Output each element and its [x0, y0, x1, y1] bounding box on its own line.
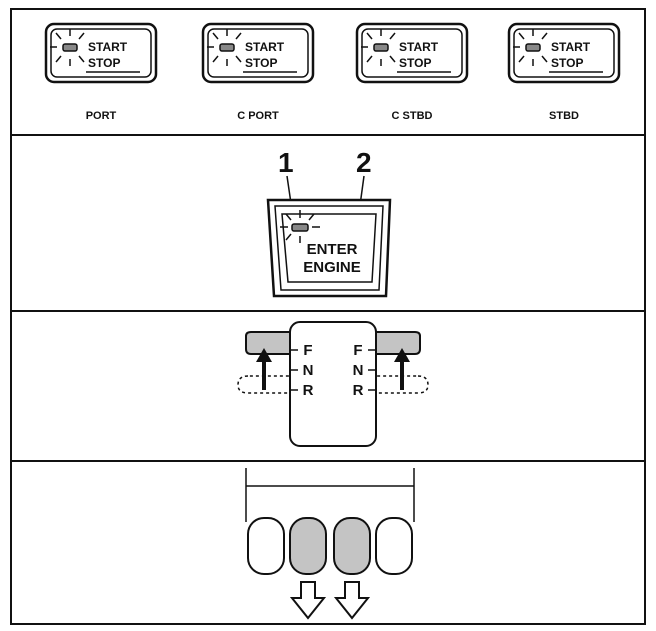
left-gear-r: R — [303, 382, 314, 399]
switch-start-text: START — [399, 40, 439, 54]
switch-start-text: START — [245, 40, 285, 54]
callout-number-1: 1 — [278, 147, 294, 178]
arrow-down-icon — [333, 581, 371, 620]
switch-stop-text: STOP — [245, 56, 277, 70]
callout-number-2: 2 — [356, 147, 372, 178]
left-gear-f: F — [303, 342, 312, 359]
engine-select-buttons-panel — [10, 460, 646, 625]
enter-engine-button[interactable]: ENTER ENGINE — [266, 198, 392, 298]
switch-stop-text: STOP — [399, 56, 431, 70]
start-stop-switch-c-stbd[interactable]: START STOP — [355, 22, 469, 84]
left-gear-n: N — [303, 362, 314, 379]
switch-start-text: START — [551, 40, 591, 54]
lamp-flash-rays-icon — [513, 29, 548, 66]
start-stop-switch-c-port[interactable]: START STOP — [201, 22, 315, 84]
pill-button-port[interactable] — [247, 517, 285, 575]
arrow-up-icon — [394, 348, 410, 390]
start-stop-panel: START STOP PORT START STOP C PORT — [10, 8, 646, 136]
start-stop-switch-stbd[interactable]: START STOP — [507, 22, 621, 84]
switch-label-stbd: STBD — [549, 110, 579, 122]
right-gear-scale — [368, 349, 376, 391]
lamp-flash-rays-icon — [50, 29, 85, 66]
start-stop-switch-port[interactable]: START STOP — [44, 22, 158, 84]
right-gear-n: N — [353, 362, 364, 379]
lamp-flash-rays-icon — [361, 29, 396, 66]
switch-start-text: START — [88, 40, 128, 54]
right-gear-r: R — [353, 382, 364, 399]
arrow-down-icon — [289, 581, 327, 620]
pill-button-stbd[interactable] — [375, 517, 413, 575]
switch-label-port: PORT — [86, 110, 117, 122]
right-gear-f: F — [353, 342, 362, 359]
left-throttle-lever[interactable] — [237, 331, 291, 394]
indicator-lamp-icon — [219, 43, 235, 52]
switch-stop-text: STOP — [551, 56, 583, 70]
left-gear-scale — [290, 349, 298, 391]
indicator-lamp-icon — [373, 43, 389, 52]
pill-button-c-stbd[interactable] — [333, 517, 371, 575]
arrow-up-icon — [256, 348, 272, 390]
switch-label-c-port: C PORT — [237, 110, 279, 122]
indicator-lamp-icon — [291, 223, 309, 232]
enter-engine-panel: 1 2 ENTER ENGINE — [10, 134, 646, 312]
right-throttle-lever[interactable] — [375, 331, 429, 394]
gear-selector-panel: F N R F N R — [10, 310, 646, 462]
indicator-lamp-icon — [525, 43, 541, 52]
indicator-lamp-icon — [62, 43, 78, 52]
button-bracket — [245, 468, 415, 522]
enter-engine-text-line1: ENTER — [307, 241, 358, 258]
lamp-flash-rays-icon — [207, 29, 242, 66]
switch-label-c-stbd: C STBD — [392, 110, 433, 122]
switch-stop-text: STOP — [88, 56, 120, 70]
enter-engine-text-line2: ENGINE — [303, 259, 361, 276]
lamp-flash-rays-icon — [280, 210, 320, 243]
pill-button-c-port[interactable] — [289, 517, 327, 575]
